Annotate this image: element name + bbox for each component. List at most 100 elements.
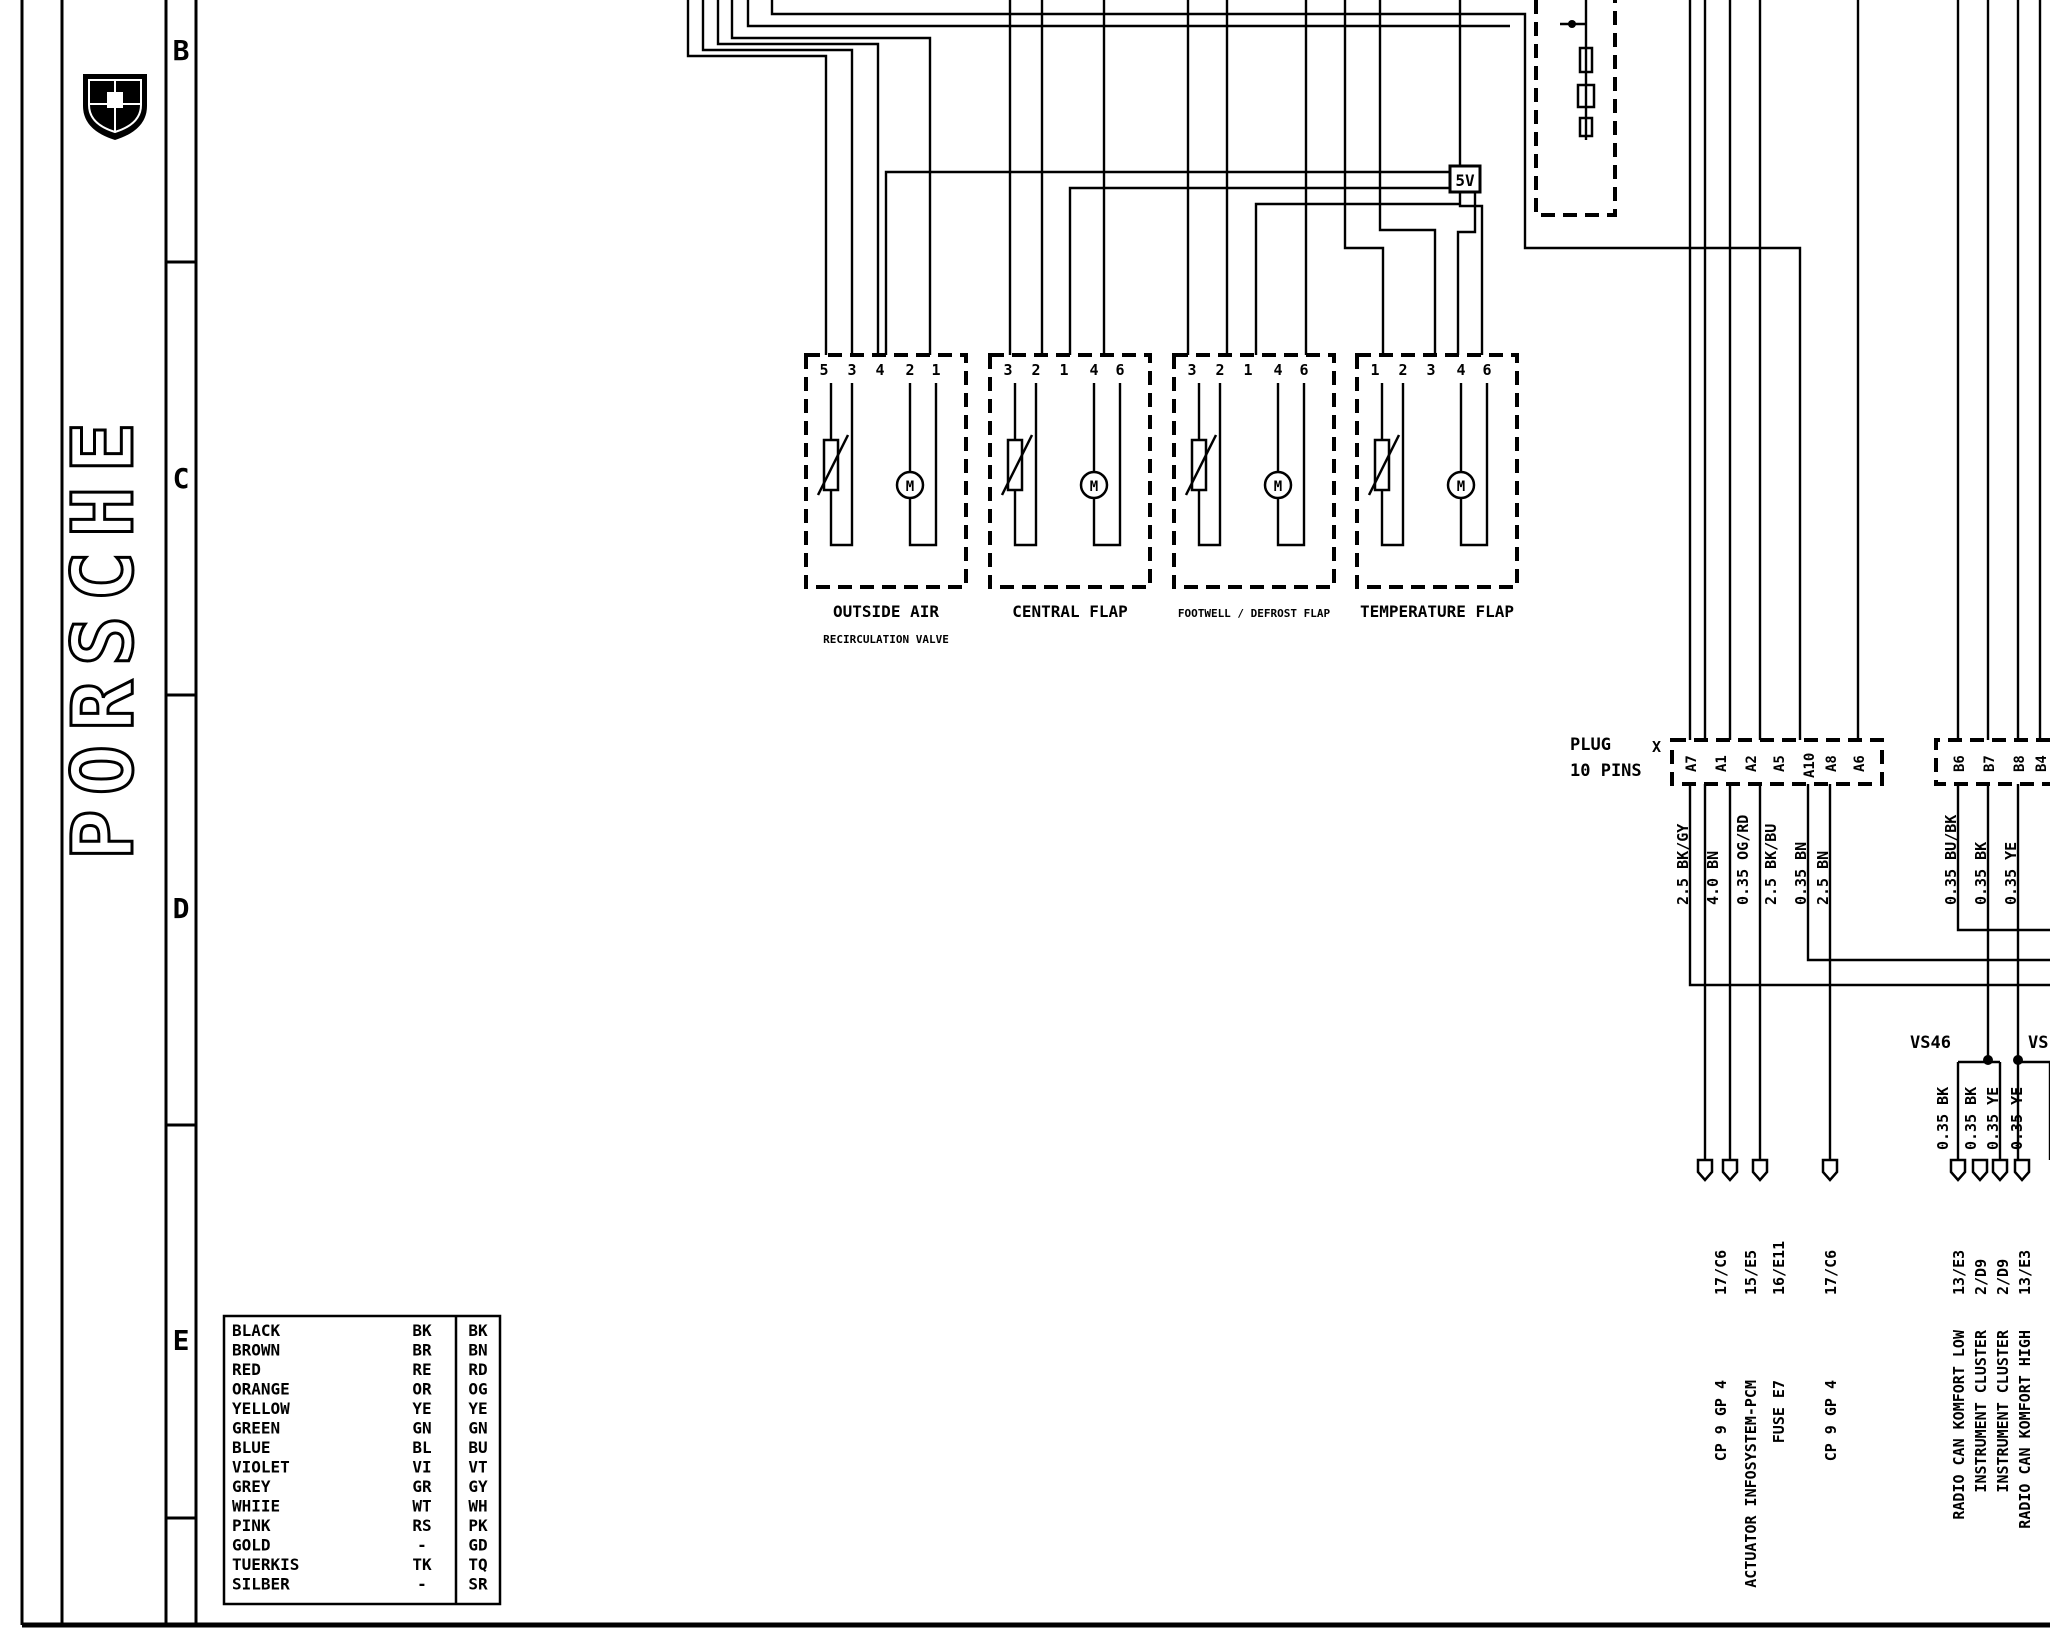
component-pin-label: 3 [847, 361, 856, 379]
grid-row-c: C [173, 462, 190, 495]
legend-color-name: BLACK [232, 1321, 281, 1340]
component-box [988, 353, 1152, 589]
splice-vs: VS [2028, 1033, 2048, 1053]
component-name: TEMPERATURE FLAP [1360, 602, 1514, 621]
legend-color-name: BLUE [232, 1438, 271, 1457]
component-pin-label: 3 [1426, 361, 1435, 379]
component-pin-label: 6 [1115, 361, 1124, 379]
plug-pin-label: A8 [1824, 755, 1840, 772]
potentiometer-wiper [1000, 434, 1034, 496]
component-internal-wire [829, 383, 854, 547]
potentiometer-wiper [1184, 434, 1218, 496]
drawing-frame [20, 0, 2050, 1628]
component-pin-label: 2 [905, 361, 914, 379]
wire-segment [1688, 784, 2050, 987]
legend-code-en: TQ [468, 1555, 487, 1574]
splice-vs46: VS46 [1910, 1033, 1951, 1053]
component-pin-label: 4 [875, 361, 884, 379]
legend-code-en: GY [468, 1477, 488, 1496]
legend-color-name: WHIIE [232, 1497, 280, 1516]
splice-dot [2013, 1055, 2023, 1065]
potentiometer-wiper [816, 434, 850, 496]
reference-destination: CP 9 GP 4 [1712, 1380, 1730, 1461]
component-pin-label: 3 [1187, 361, 1196, 379]
legend-color-name: PINK [232, 1516, 271, 1535]
motor-symbol: M [1274, 479, 1282, 495]
legend-code-de: BK [412, 1321, 432, 1340]
connector-terminal-icon [1991, 1158, 2009, 1182]
wire-label: 2.5 BN [1814, 851, 1832, 905]
legend-color-name: GREY [232, 1477, 271, 1496]
plug-pin-label: B7 [1982, 755, 1998, 772]
connector-terminal-icon [1751, 1158, 1769, 1182]
legend-code-en: RD [468, 1360, 487, 1379]
component-pin-label: 2 [1398, 361, 1407, 379]
plug-pin-label: A5 [1772, 755, 1788, 772]
legend-code-en: GN [468, 1419, 487, 1438]
plug-sublabel: 10 PINS [1570, 761, 1642, 781]
wire-label: 0.35 YE [2002, 842, 2020, 905]
plug-id: X [1652, 738, 1661, 756]
connector-terminal-icon [1721, 1158, 1739, 1182]
legend-color-name: YELLOW [232, 1399, 290, 1418]
porsche-wordmark: PORSCHE [54, 408, 152, 860]
reference-code: 2/D9 [1972, 1259, 1990, 1295]
legend-color-name: SILBER [232, 1575, 290, 1594]
legend-color-name: GOLD [232, 1536, 271, 1555]
connector-terminal-icon [1949, 1158, 1967, 1182]
wire-segment [1806, 784, 2050, 962]
component-name-line2: RECIRCULATION VALVE [823, 633, 949, 646]
plug-pin-label: B8 [2012, 755, 2028, 772]
component-internal-wire [1013, 383, 1038, 547]
component-box [804, 353, 968, 589]
legend-color-name: VIOLET [232, 1458, 290, 1477]
motor-internal-wire [908, 383, 938, 547]
legend-code-de: BR [412, 1341, 432, 1360]
splice-dot [1983, 1055, 1993, 1065]
wire-label: 0.35 YE [2008, 1087, 2026, 1150]
plug-pin-label: A1 [1714, 755, 1730, 772]
motor-internal-wire [1092, 383, 1122, 547]
connector-terminal-icon [1696, 1158, 1714, 1182]
potentiometer-icon [1373, 438, 1391, 492]
lower-wiring [1688, 784, 2050, 1182]
legend-code-en: PK [468, 1516, 488, 1535]
legend-code-de: - [417, 1536, 427, 1555]
reference-code: 17/C6 [1712, 1250, 1730, 1295]
legend-code-de: GN [412, 1419, 431, 1438]
legend-code-en: YE [468, 1399, 487, 1418]
reference-code: 2/D9 [1994, 1259, 2012, 1295]
legend-code-de: YE [412, 1399, 431, 1418]
grid-row-e: E [173, 1324, 190, 1357]
legend-code-de: GR [412, 1477, 432, 1496]
component-pin-label: 2 [1031, 361, 1040, 379]
wire-segment [1956, 784, 2050, 932]
potentiometer-icon [822, 438, 840, 492]
component-pin-label: 4 [1089, 361, 1098, 379]
component-pin-label: 5 [819, 361, 828, 379]
porsche-crest-icon [83, 74, 147, 140]
component-pin-label: 6 [1299, 361, 1308, 379]
legend-code-de: RE [412, 1360, 431, 1379]
reference-destination: INSTRUMENT CLUSTER [1994, 1329, 2012, 1493]
grid-row-b: B [173, 34, 190, 67]
legend-code-de: RS [412, 1516, 431, 1535]
motor-symbol: M [906, 479, 914, 495]
wire-label: 0.35 BK [1972, 842, 1990, 905]
potentiometer-icon [1006, 438, 1024, 492]
component-internal-wire [1197, 383, 1222, 547]
plug-label: PLUG [1570, 735, 1611, 755]
component-pin-label: 6 [1482, 361, 1491, 379]
plug-pin-label: A10 [1802, 753, 1818, 778]
wire-label: 0.35 BU/BK [1942, 815, 1960, 905]
legend-code-de: WT [412, 1497, 431, 1516]
legend-color-name: TUERKIS [232, 1555, 299, 1574]
legend-code-en: SR [468, 1575, 488, 1594]
plug-pin-label: A7 [1684, 755, 1700, 772]
plug-pin-label: A2 [1744, 755, 1760, 772]
top-sub-assembly [1534, 0, 1617, 217]
component-pin-label: 1 [1370, 361, 1379, 379]
